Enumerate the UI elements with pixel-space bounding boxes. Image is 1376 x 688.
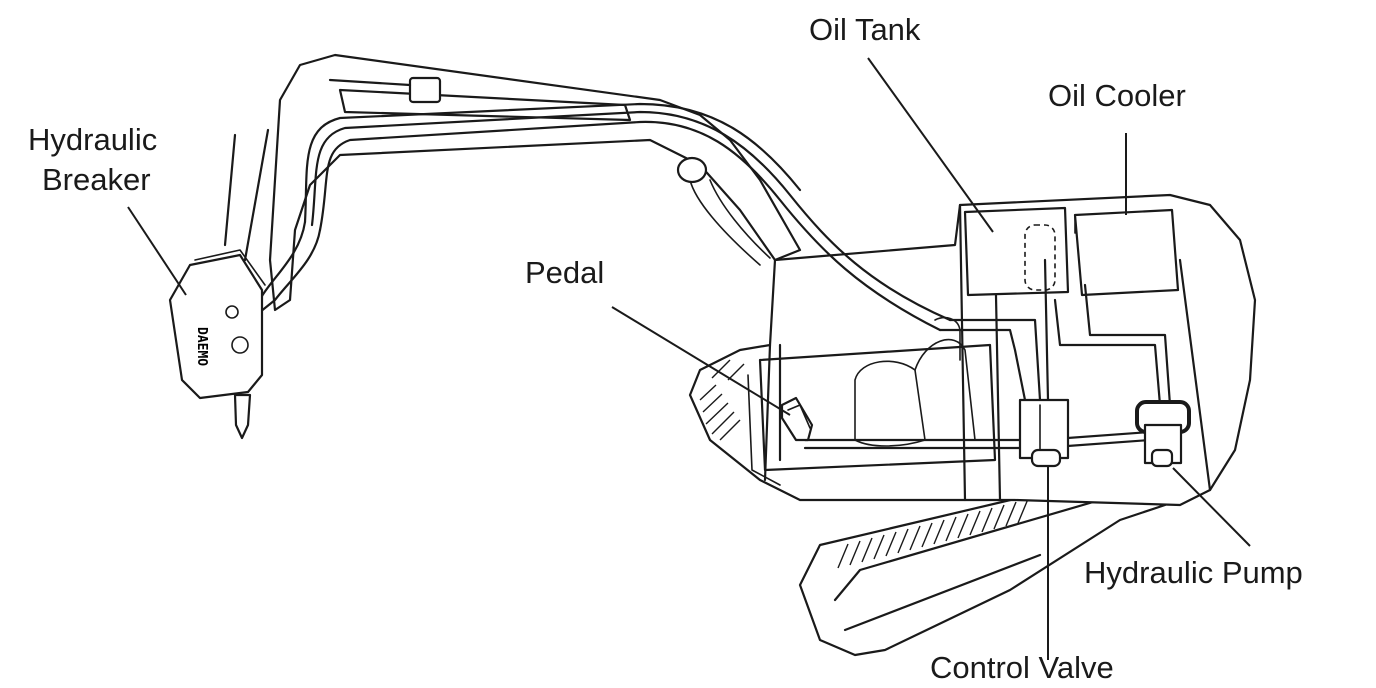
leader-lines [127,57,1251,660]
pump-leader [1172,467,1251,547]
breaker-brand: DAEMO [194,327,209,366]
hydraulic-breaker: DAEMO [168,128,270,440]
pedal [780,396,814,442]
oil-tank [963,206,1070,297]
hydraulic-pump-label: Hydraulic Pump [1084,555,1303,590]
hydraulic-breaker-label-line1: Hydraulic [28,122,158,157]
oil-cooler-label: Oil Cooler [1048,78,1186,113]
oil-cooler [1073,208,1180,297]
oil-tank-leader [867,57,994,233]
breaker-leader [127,206,187,296]
hydraulic-lines [778,258,1172,462]
hydraulic-breaker-label-line2: Breaker [42,162,151,197]
oil-tank-label: Oil Tank [809,12,921,47]
track-hatching [837,498,1029,569]
hydraulic-pump [1135,400,1191,468]
body-hatching [699,359,745,441]
control-valve-label: Control Valve [930,650,1114,685]
pedal-leader [611,306,791,416]
pedal-label: Pedal [525,255,605,290]
control-valve [1018,398,1070,468]
crawler-track [798,478,1167,657]
boom-arm [238,53,952,332]
